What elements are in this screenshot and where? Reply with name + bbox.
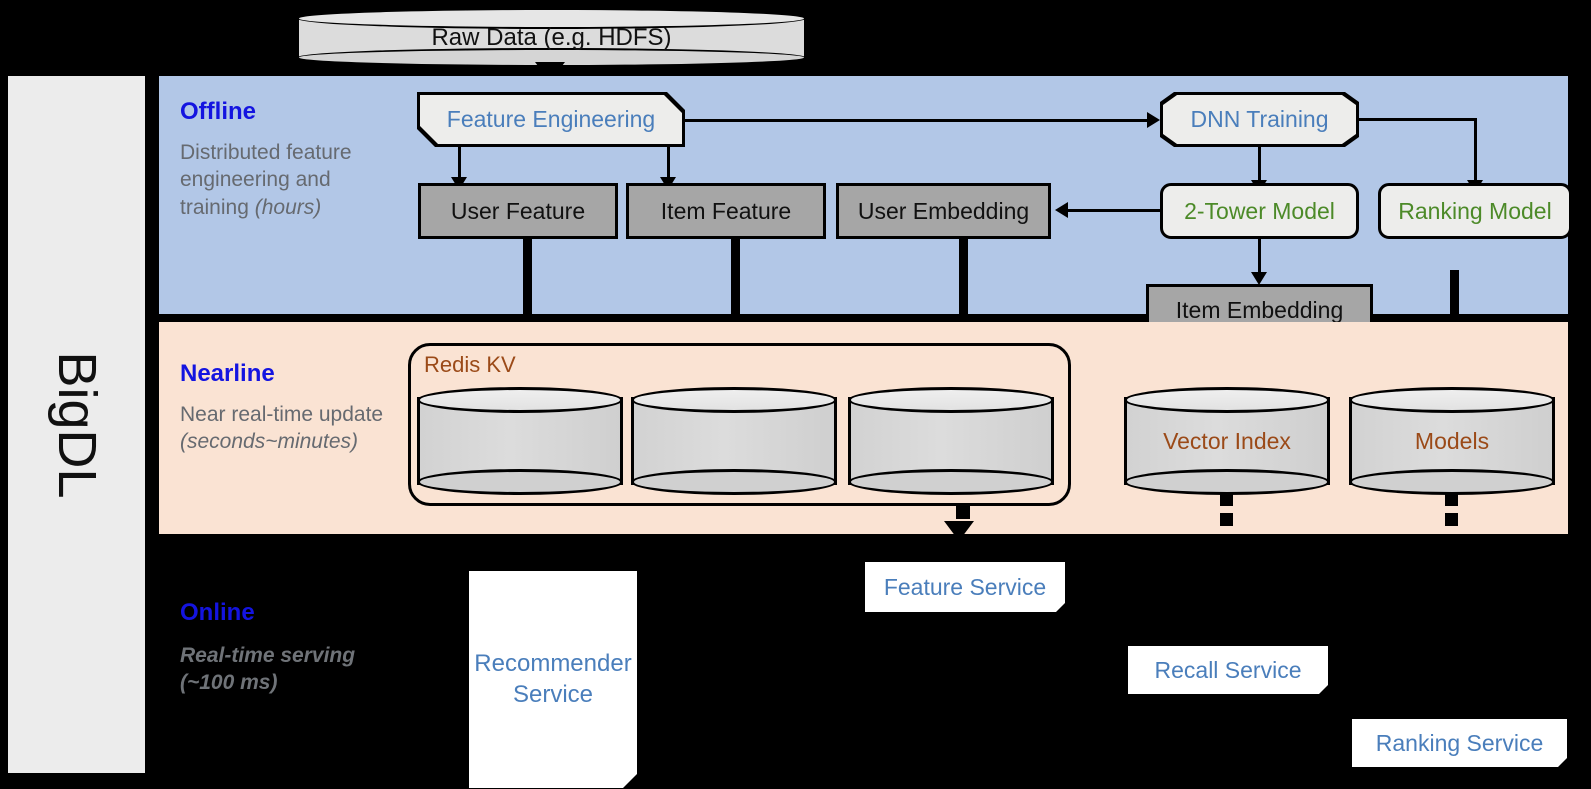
cylinder-top: [848, 387, 1054, 413]
recall-service-label: Recall Service: [1154, 656, 1302, 683]
cylinder-bottom: [631, 469, 837, 495]
arrowhead-fe-dnn: [1147, 112, 1160, 128]
feed-userembedding: [959, 238, 968, 386]
feature-engineering-node[interactable]: Feature Engineering: [420, 95, 682, 144]
dash-ranking-1: [1445, 492, 1458, 506]
arrowhead-twotower-itememb: [1251, 272, 1267, 285]
cylinder-top: [1349, 387, 1555, 413]
connector-twotower-userembedding: [1068, 209, 1160, 212]
kv-store-2[interactable]: [631, 387, 837, 495]
dash-ranking-2: [1445, 513, 1458, 526]
recommender-service-label: Recommender Service: [474, 649, 632, 708]
cylinder-bottom: [417, 469, 623, 495]
feed-userfeature: [523, 238, 532, 386]
dash-recall-2: [1220, 513, 1233, 526]
cylinder-top: [631, 387, 837, 413]
item-feature-node[interactable]: Item Feature: [626, 183, 826, 239]
vector-index-store[interactable]: Vector Index: [1124, 387, 1330, 495]
dnn-training-node[interactable]: DNN Training: [1163, 95, 1356, 144]
cylinder-top: [297, 8, 806, 29]
two-tower-model-node[interactable]: 2-Tower Model: [1160, 183, 1359, 239]
folded-corner-icon: [1319, 685, 1328, 694]
folded-corner-icon: [623, 774, 637, 788]
feed-itemfeature: [731, 238, 740, 386]
connector-fe-dnn: [685, 119, 1147, 122]
redis-kv-label: Redis KV: [424, 352, 516, 377]
online-stage-description: Real-time serving (~100 ms): [180, 642, 400, 697]
offline-desc-text: Distributed feature engineering and trai…: [180, 141, 352, 219]
cylinder-top: [417, 387, 623, 413]
connector-fe-itemfeature: [667, 147, 670, 180]
recall-service-node[interactable]: Recall Service: [1128, 646, 1328, 694]
arrowhead-twotower-userembedding: [1055, 202, 1068, 218]
cylinder-top: [1124, 387, 1330, 413]
online-stage-panel: Online Real-time serving (~100 ms): [159, 542, 1568, 789]
connector-twotower-itememb: [1258, 239, 1261, 276]
models-label: Models: [1414, 427, 1490, 454]
ranking-service-node[interactable]: Ranking Service: [1352, 719, 1567, 767]
kv-store-1-label: [417, 387, 623, 495]
kv-store-1[interactable]: [417, 387, 623, 495]
kv-store-2-label: [631, 387, 837, 495]
vector-index-label: Vector Index: [1163, 427, 1291, 454]
ranking-model-node[interactable]: Ranking Model: [1378, 183, 1572, 239]
connector-dnn-ranking-h: [1356, 118, 1477, 121]
nearline-stage-description: Near real-time update (seconds~minutes): [180, 401, 410, 456]
dash-featureservice-1: [956, 505, 970, 519]
offline-stage-description: Distributed feature engineering and trai…: [180, 139, 395, 221]
feature-service-node[interactable]: Feature Service: [865, 562, 1065, 612]
ranking-service-label: Ranking Service: [1375, 729, 1544, 756]
kv-store-3[interactable]: [848, 387, 1054, 495]
nearline-desc-text: Near real-time update: [180, 403, 384, 426]
models-store[interactable]: Models: [1349, 387, 1555, 495]
recommender-service-node[interactable]: Recommender Service: [469, 571, 637, 788]
nearline-desc-emphasis: (seconds~minutes): [180, 430, 358, 454]
cylinder-bottom: [848, 469, 1054, 495]
offline-desc-emphasis: (hours): [254, 195, 322, 219]
kv-store-3-label: [848, 387, 1054, 495]
nearline-stage-title: Nearline: [180, 360, 275, 387]
online-desc-emphasis: (~100 ms): [180, 671, 278, 695]
folded-corner-icon: [1558, 758, 1567, 767]
offline-stage-panel: Offline Distributed feature engineering …: [159, 76, 1572, 336]
dash-recall-1: [1220, 492, 1233, 506]
bigdl-framework-sidebar: BigDL: [8, 76, 145, 773]
raw-data-store: Raw Data (e.g. HDFS): [297, 8, 806, 67]
arrowhead-featureservice: [944, 521, 974, 541]
redis-kv-group: [408, 343, 1071, 506]
connector-dnn-ranking-v: [1474, 118, 1477, 183]
online-desc-text: Real-time serving: [180, 644, 356, 667]
folded-corner-icon: [1056, 603, 1065, 612]
connector-dnn-twotower: [1258, 147, 1261, 183]
user-embedding-node[interactable]: User Embedding: [836, 183, 1051, 239]
raw-data-label: Raw Data (e.g. HDFS): [431, 23, 672, 51]
feature-service-label: Feature Service: [883, 573, 1047, 600]
user-feature-node[interactable]: User Feature: [418, 183, 618, 239]
connector-fe-userfeature: [458, 147, 461, 180]
offline-stage-title: Offline: [180, 98, 256, 125]
online-stage-title: Online: [180, 599, 255, 626]
bigdl-label: BigDL: [46, 350, 107, 499]
